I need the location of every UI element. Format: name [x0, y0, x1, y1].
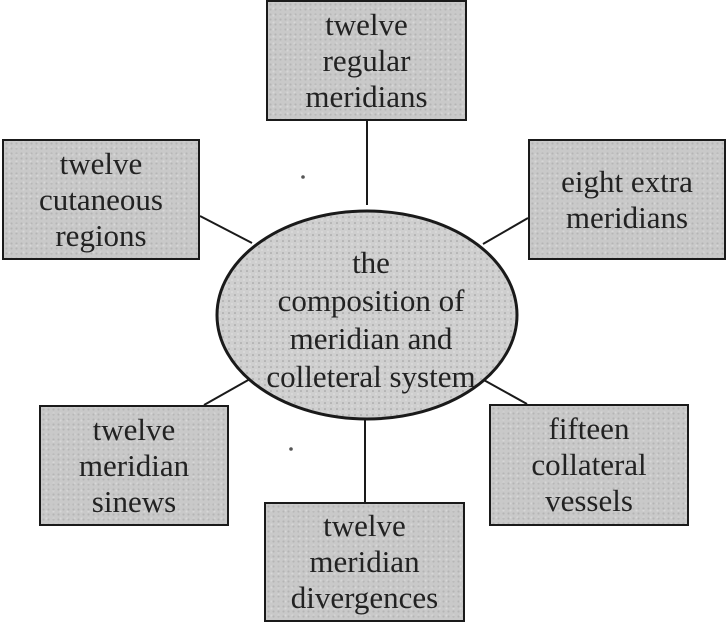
node-twelve-meridian-sinews: twelve meridian sinews [39, 405, 229, 526]
node-label: eight extra meridians [561, 163, 693, 235]
center-ellipse [215, 209, 519, 421]
scan-dot [301, 175, 305, 179]
node-fifteen-collateral-vessels: fifteen collateral vessels [489, 404, 689, 526]
center-label: the composition of meridian and colleter… [266, 245, 476, 394]
connector-lower-right [481, 378, 528, 405]
connector-upper-left [199, 215, 253, 244]
connector-upper-right [482, 217, 529, 245]
node-label: twelve meridian sinews [78, 411, 190, 519]
node-twelve-cutaneous-regions: twelve cutaneous regions [2, 139, 200, 260]
node-label: twelve meridian divergences [290, 508, 439, 615]
node-eight-extra-meridians: eight extra meridians [528, 139, 726, 260]
node-twelve-regular-meridians: twelve regular meridians [266, 0, 467, 121]
node-label: twelve cutaneous regions [39, 145, 163, 253]
connector-lower-left [203, 378, 251, 406]
node-label: twelve regular meridians [305, 6, 428, 114]
node-label: fifteen collateral vessels [531, 411, 647, 518]
scan-dot [289, 447, 293, 451]
node-twelve-meridian-divergences: twelve meridian divergences [264, 502, 465, 622]
